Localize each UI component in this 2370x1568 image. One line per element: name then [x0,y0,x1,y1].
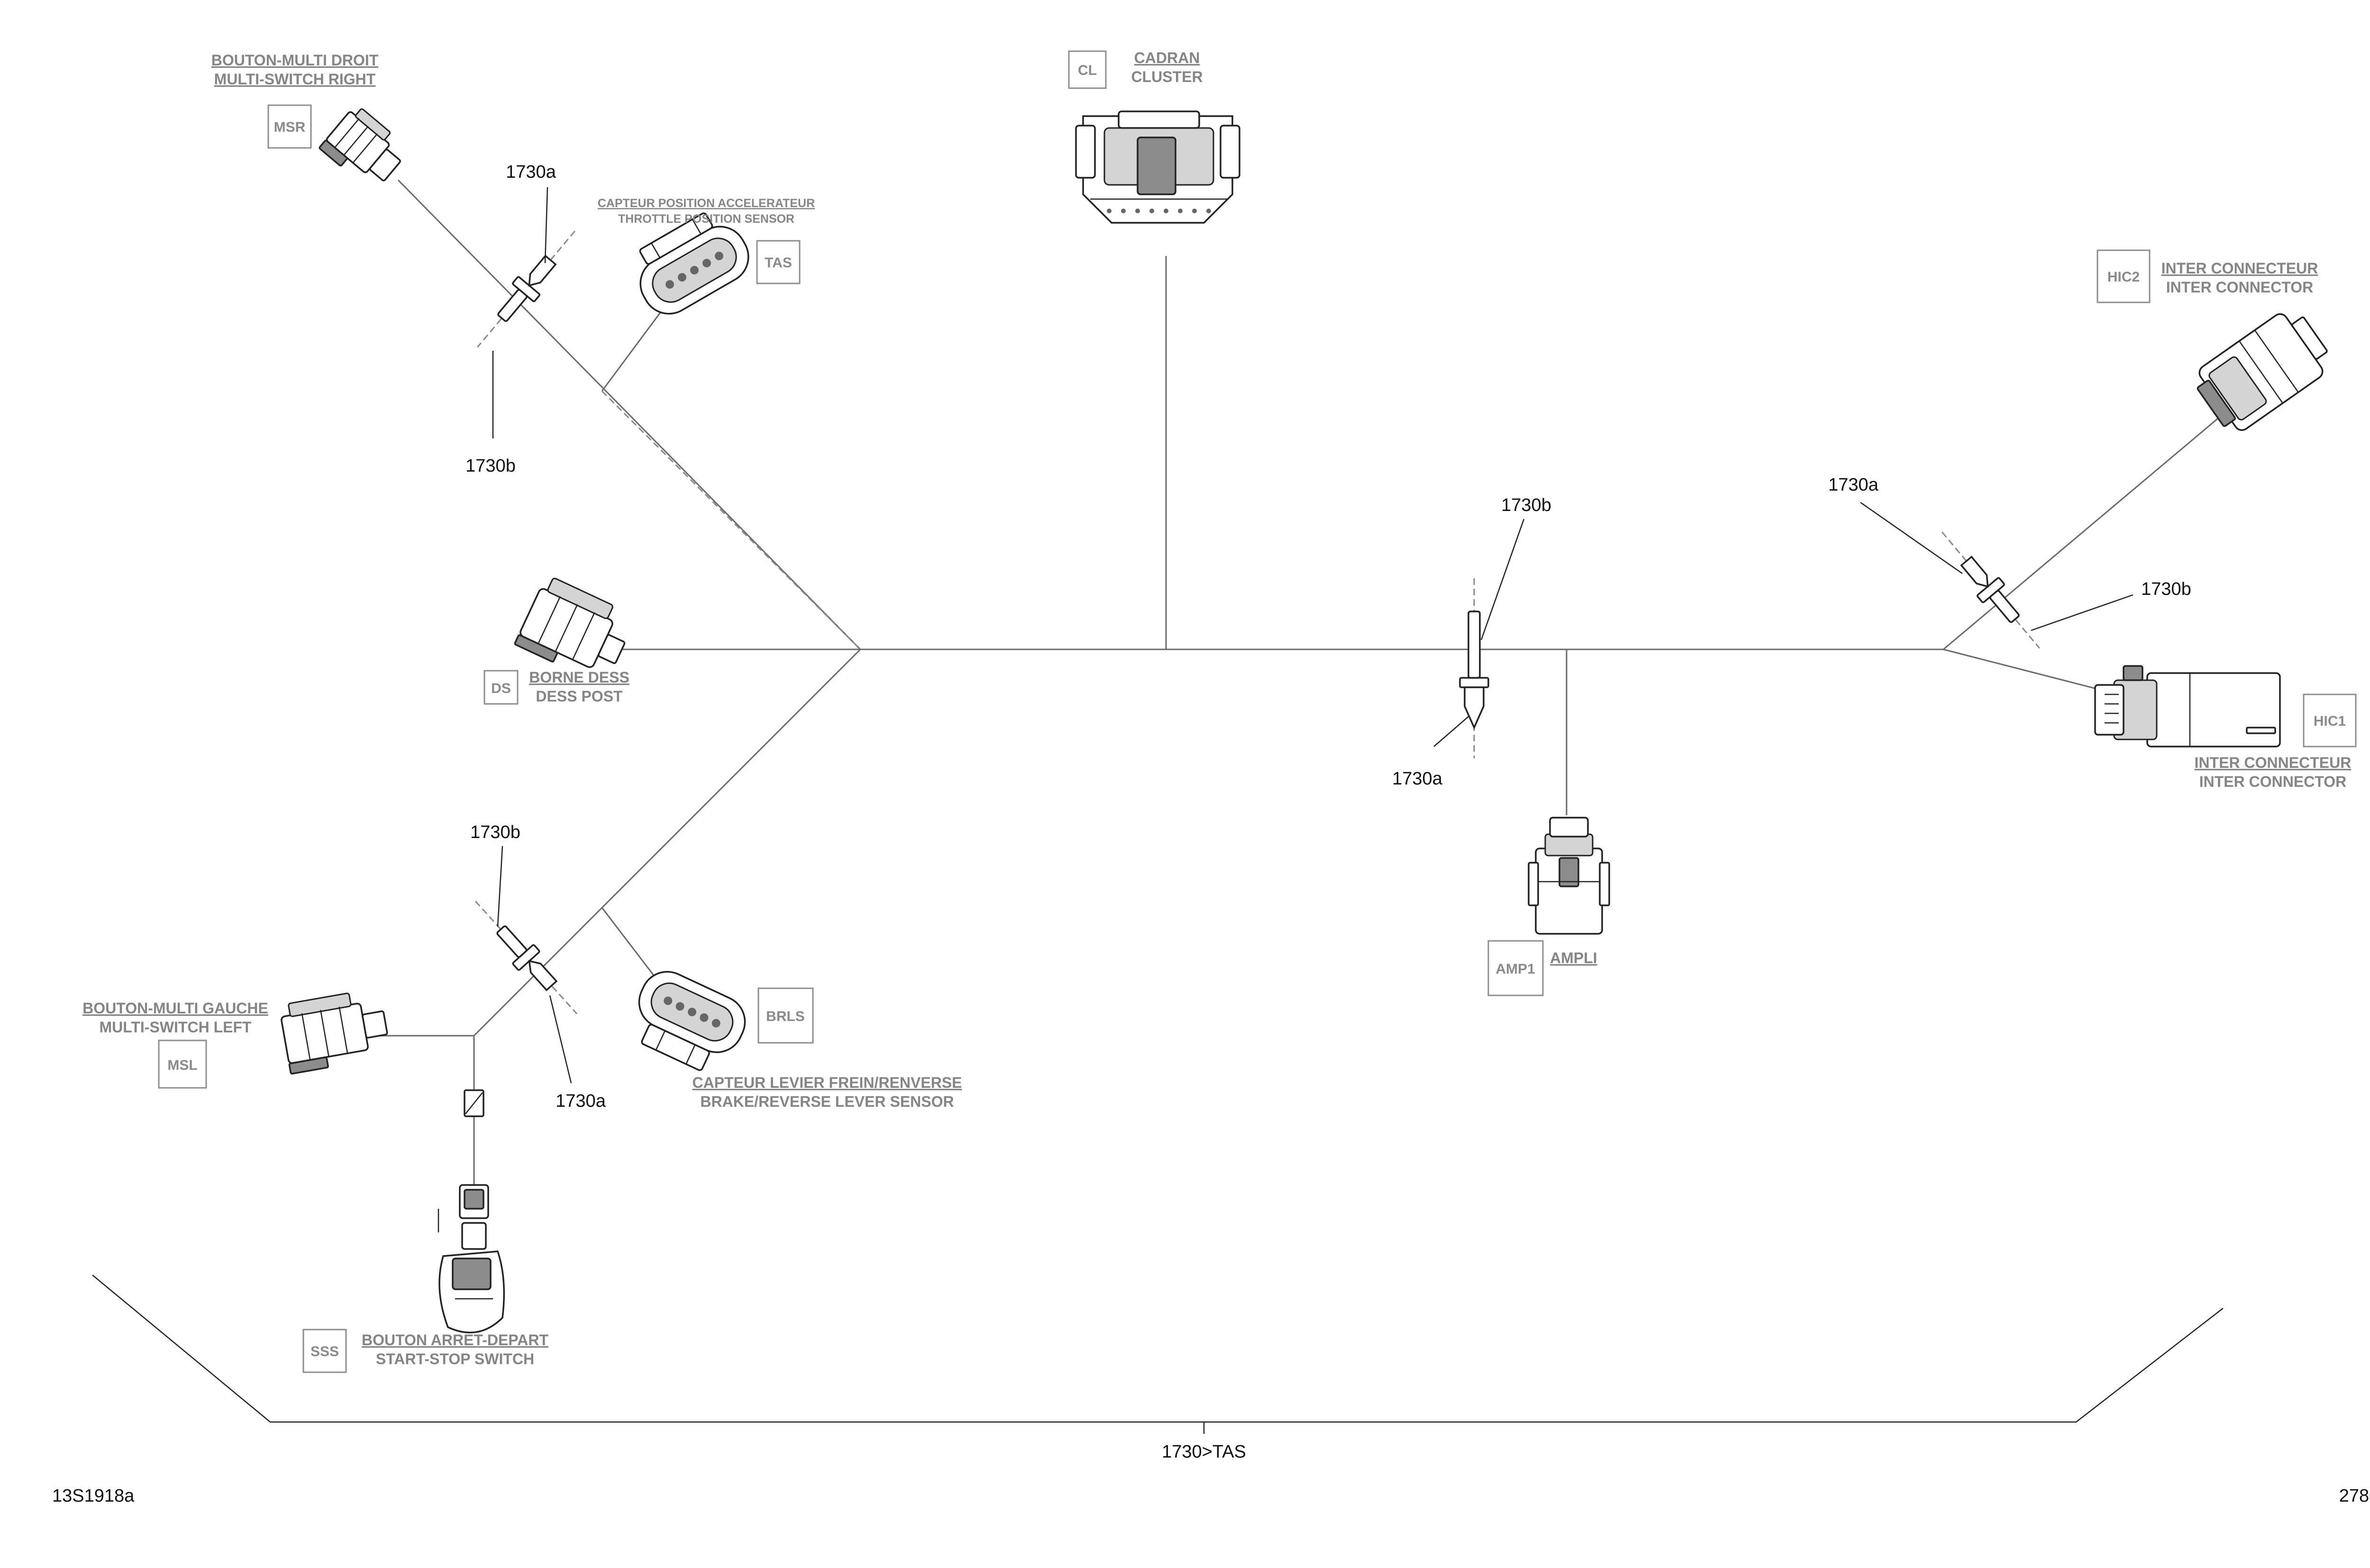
inter-connector-icon [2094,665,2281,748]
callout-1730b-upper-left: 1730b [465,456,516,476]
cable-tie-icon [464,1089,484,1117]
tas-label-en: THROTTLE POSITION SENSOR [618,212,794,226]
msr-label-en: MULTI-SWITCH RIGHT [214,71,376,88]
hic1-label-fr: INTER CONNECTEUR [2195,754,2352,771]
hic1-label-en: INTER CONNECTOR [2199,773,2347,790]
cl-label-en: CLUSTER [1131,68,1203,85]
amplifier-connector-icon [1528,817,1610,935]
msr-branch-wire [397,179,861,650]
hic2-code: HIC2 [2107,269,2140,285]
fastener-callouts: 1730a 1730b 1730b 1730a 1730a 1730b 1730… [465,162,2191,1111]
amp1-code: AMP1 [1495,961,1535,977]
connector-labels: BOUTON-MULTI DROIT MULTI-SWITCH RIGHT CA… [82,49,2351,1367]
drawing-code-left: 13S1918a [52,1486,135,1506]
msr-branch-wire-dashed [601,390,861,650]
multi-switch-right-connector-icon [319,108,401,182]
cl-code: CL [1078,63,1097,78]
callout-1730a-upper-left: 1730a [506,162,556,182]
multi-switch-left-connector-icon [281,993,388,1075]
msr-code: MSR [274,119,306,135]
msl-code: MSL [167,1057,197,1073]
msr-label-fr: BOUTON-MULTI DROIT [211,52,379,69]
callout-1730a-center: 1730a [1392,769,1443,789]
leader-lines [492,187,2133,1084]
msl-label-fr: BOUTON-MULTI GAUCHE [82,1000,268,1017]
callout-1730a-lower-left: 1730a [556,1091,606,1111]
tas-code: TAS [765,255,792,271]
sss-code: SSS [310,1344,339,1359]
tas-label-fr: CAPTEUR POSITION ACCELERATEUR [598,197,815,210]
cable-tie-icon [474,901,578,1014]
cl-label-fr: CADRAN [1134,49,1200,66]
sss-label-en: START-STOP SWITCH [376,1350,534,1367]
ds-code: DS [491,681,511,696]
tas-branch-wire [601,308,665,392]
harness-wires [360,179,2242,1204]
cluster-connector-icon [1075,110,1240,224]
hic1-branch-wire [1943,648,2110,693]
ds-label-fr: BORNE DESS [529,669,629,686]
brls-label-fr: CAPTEUR LEVIER FREIN/RENVERSE [693,1074,962,1091]
amp1-label-fr: AMPLI [1550,949,1597,966]
hic2-label-en: INTER CONNECTOR [2166,279,2314,296]
connector-code-boxes: MSR TAS CL HIC2 HIC1 DS AMP1 MSL BRLS SS… [158,50,2357,1373]
brls-label-en: BRAKE/REVERSE LEVER SENSOR [700,1093,954,1110]
sss-label-fr: BOUTON ARRET-DEPART [362,1331,549,1349]
drawing-code-right: 278003712 [2339,1486,2370,1506]
hic1-code: HIC1 [2314,713,2346,729]
cable-tie-icon [1459,578,1489,758]
callout-1730b-lower-left: 1730b [470,822,520,842]
harness-label: 1730>TAS [1162,1442,1246,1462]
brls-code: BRLS [766,1009,805,1024]
callout-1730b-center: 1730b [1501,495,1551,515]
callout-1730b-right: 1730b [2141,579,2191,599]
msl-label-en: MULTI-SWITCH LEFT [99,1019,252,1036]
cable-tie-icon [477,230,575,348]
throttle-sensor-connector-icon [639,212,749,315]
dess-post-connector-icon [514,577,626,668]
cable-tie-icon [1942,531,2040,649]
hic2-branch-wire [1943,397,2242,650]
brake-reverse-sensor-connector-icon [638,971,746,1071]
harness-length-bracket: 1730>TAS [92,1275,2224,1462]
callout-1730a-right: 1730a [1828,475,1879,495]
inter-connector-icon [2197,313,2328,431]
start-stop-switch-connector-icon [438,1184,505,1333]
hic2-label-fr: INTER CONNECTEUR [2161,260,2318,277]
ds-label-en: DESS POST [536,688,623,705]
